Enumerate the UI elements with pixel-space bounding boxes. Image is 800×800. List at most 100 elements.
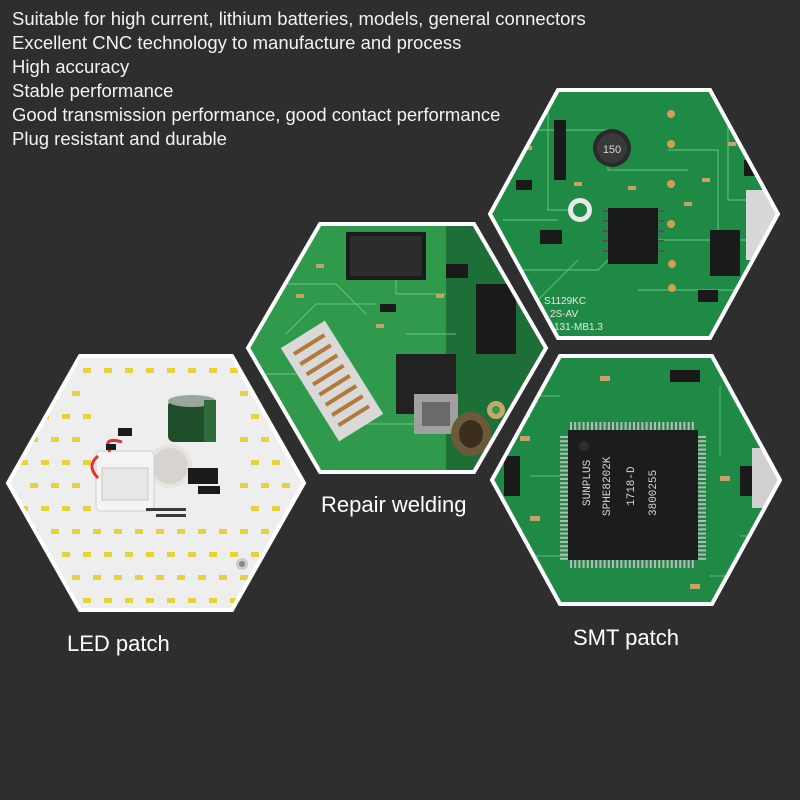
led-chip [72, 437, 80, 442]
chip-pin [698, 490, 706, 493]
chip-pin [698, 473, 706, 476]
chip-pin [633, 560, 635, 568]
chip-pin [603, 422, 606, 430]
chip-pin [698, 536, 706, 539]
silkscreen-text: 131-MB1.3 [554, 322, 603, 333]
chip-pin [586, 560, 589, 568]
led-chip [198, 575, 206, 580]
chip-pin [560, 440, 568, 443]
chip-pin [670, 422, 673, 430]
chip-pin [691, 422, 694, 430]
led-chip [272, 552, 280, 557]
led-chip [240, 529, 248, 534]
led-board-hexagon [5, 354, 307, 612]
smt-chip-hexagon: SUNPLUS SPHE8202K 1718-D 3800255 [489, 354, 783, 606]
chip-pin [649, 560, 652, 568]
chip-pin [560, 482, 568, 485]
led-chip [41, 506, 49, 511]
led-chip [188, 598, 196, 603]
led-chip [20, 460, 28, 465]
led-chip [30, 483, 38, 488]
led-chip [167, 598, 175, 603]
chip-pin [560, 528, 568, 531]
led-chip [72, 575, 80, 580]
led-chip [104, 368, 112, 373]
chip-pin [698, 520, 706, 522]
led-chip [282, 437, 290, 442]
chip-pin [683, 560, 686, 568]
led-chip [72, 483, 80, 488]
chip-pin [560, 436, 568, 438]
chip-pin [578, 422, 581, 430]
chip-pin [560, 520, 568, 522]
led-chip [261, 437, 269, 442]
chip-pin [666, 560, 669, 568]
chip-pin [620, 560, 623, 568]
chip-pin [645, 422, 648, 430]
caption-repair-welding: Repair welding [321, 492, 467, 517]
led-chip [261, 529, 269, 534]
led-chip [240, 575, 248, 580]
chip-pin [578, 560, 581, 568]
led-chip [261, 483, 269, 488]
led-chip [167, 368, 175, 373]
chip-pin [560, 511, 568, 514]
led-chip [293, 368, 301, 373]
chip-pin [560, 448, 568, 451]
chip-pin [560, 536, 568, 539]
feature-item: High accuracy [12, 56, 130, 77]
chip-pin [560, 557, 568, 560]
led-chip [30, 575, 38, 580]
led-chip [240, 391, 248, 396]
led-chip [177, 575, 185, 580]
led-chip [156, 529, 164, 534]
chip-pin [698, 532, 706, 535]
chip-pin [662, 422, 665, 430]
chip-pin [698, 511, 706, 514]
led-chip [51, 483, 59, 488]
chip-pin [641, 422, 644, 430]
led-chip [62, 506, 70, 511]
silkscreen-text: 2S-AV [550, 309, 578, 320]
chip-pin [666, 422, 669, 430]
led-chip [272, 598, 280, 603]
led-chip [251, 598, 259, 603]
chip-pin [624, 422, 627, 430]
feature-item: Plug resistant and durable [12, 128, 227, 149]
led-chip [272, 414, 280, 419]
feature-item: Stable performance [12, 80, 174, 101]
chip-pin [560, 465, 568, 468]
led-chip [20, 414, 28, 419]
chip-pin [687, 560, 690, 568]
caption-led-patch: LED patch [67, 631, 170, 656]
chip-pin [658, 422, 661, 430]
led-chip [209, 552, 217, 557]
chip-pin [560, 553, 568, 556]
led-chip [251, 368, 259, 373]
chip-pin [560, 524, 568, 527]
led-chip [209, 598, 217, 603]
led-chip [230, 598, 238, 603]
led-chip [282, 391, 290, 396]
led-chip [188, 552, 196, 557]
chip-pin [670, 560, 673, 568]
repair-welding-hexagon [245, 222, 549, 474]
chip-pin [560, 532, 568, 535]
chip-pin [560, 494, 568, 497]
chip-pins [560, 422, 706, 568]
led-chip [41, 460, 49, 465]
chip-pin [595, 422, 598, 430]
led-chip [125, 368, 133, 373]
chip-pin [698, 503, 706, 506]
led-chip [293, 598, 301, 603]
chip-pin [560, 478, 568, 480]
chip-pin [560, 473, 568, 476]
chip-pin [612, 422, 614, 430]
chip-pin [698, 440, 706, 443]
led-chip [83, 552, 91, 557]
chip-pin [586, 422, 589, 430]
led-chip [240, 437, 248, 442]
chip-pin [582, 560, 585, 568]
chip-pin [624, 560, 627, 568]
led-chip [282, 529, 290, 534]
